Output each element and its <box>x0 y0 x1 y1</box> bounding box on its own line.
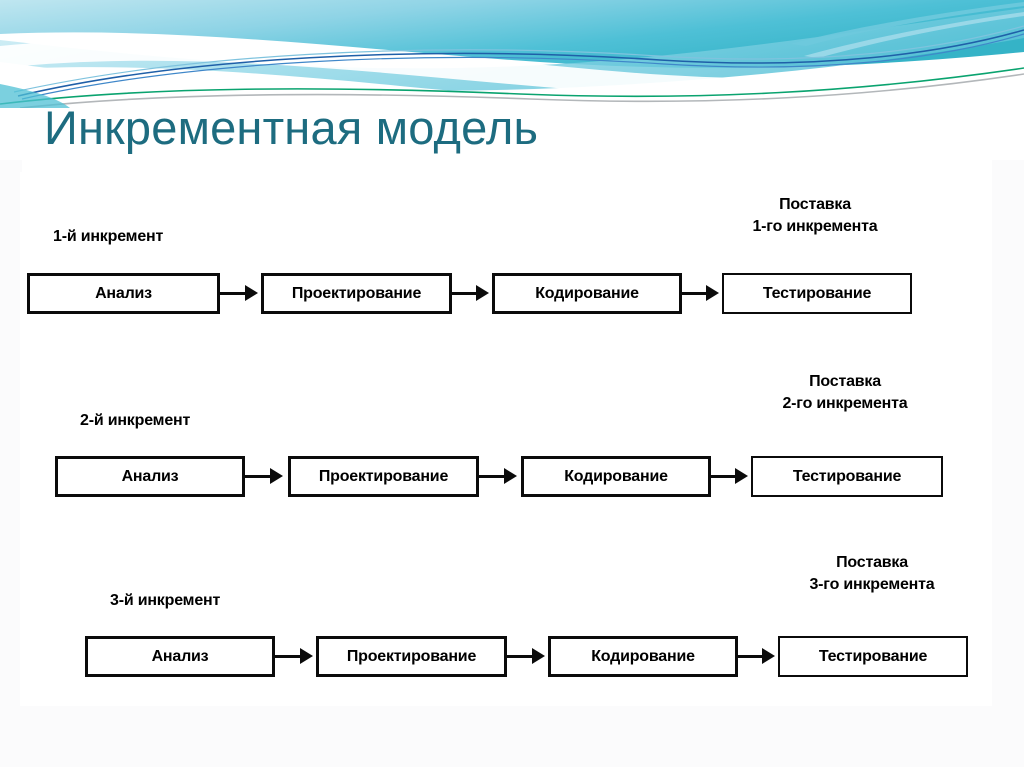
connector-3-3 <box>738 655 763 658</box>
stage-box-design-2[interactable]: Проектирование <box>288 456 479 497</box>
stage-box-design-3[interactable]: Проектирование <box>316 636 507 677</box>
arrow-icon-1-2 <box>476 285 489 301</box>
arrow-icon-2-2 <box>504 468 517 484</box>
arrow-icon-3-2 <box>532 648 545 664</box>
arrow-icon-1-1 <box>245 285 258 301</box>
page-margin-right <box>992 160 1024 767</box>
delivery-label-2-line2: 2-го инкремента <box>782 394 908 412</box>
delivery-label-3: Поставка 3-го инкремента <box>772 552 972 595</box>
connector-2-2 <box>479 475 506 478</box>
stage-box-testing-3[interactable]: Тестирование <box>778 636 968 677</box>
connector-1-1 <box>220 292 247 295</box>
arrow-icon-3-1 <box>300 648 313 664</box>
delivery-label-3-line2: 3-го инкремента <box>809 575 935 593</box>
arrow-icon-2-3 <box>735 468 748 484</box>
stage-box-coding-2[interactable]: Кодирование <box>521 456 711 497</box>
stage-box-coding-1[interactable]: Кодирование <box>492 273 682 314</box>
stage-box-design-1[interactable]: Проектирование <box>261 273 452 314</box>
delivery-label-2-line1: Поставка <box>809 373 881 390</box>
increment-label-1: 1-й инкремент <box>53 228 164 245</box>
delivery-label-3-line1: Поставка <box>836 554 908 571</box>
connector-1-2 <box>452 292 477 295</box>
delivery-label-1: Поставка 1-го инкремента <box>715 194 915 237</box>
arrow-icon-3-3 <box>762 648 775 664</box>
stage-box-analysis-3[interactable]: Анализ <box>85 636 275 677</box>
connector-3-2 <box>507 655 534 658</box>
delivery-label-2: Поставка 2-го инкремента <box>745 371 945 414</box>
increment-label-3: 3-й инкремент <box>110 592 221 609</box>
arrow-icon-2-1 <box>270 468 283 484</box>
increment-label-2: 2-й инкремент <box>80 412 191 429</box>
stage-box-analysis-1[interactable]: Анализ <box>27 273 220 314</box>
connector-3-1 <box>275 655 302 658</box>
arrow-icon-1-3 <box>706 285 719 301</box>
delivery-label-1-line2: 1-го инкремента <box>752 217 878 235</box>
delivery-label-1-line1: Поставка <box>779 196 851 213</box>
connector-1-3 <box>682 292 707 295</box>
connector-2-3 <box>711 475 736 478</box>
page-title: Инкрементная модель <box>44 101 539 154</box>
connector-2-1 <box>245 475 272 478</box>
page-margin-left <box>0 160 22 767</box>
stage-box-coding-3[interactable]: Кодирование <box>548 636 738 677</box>
stage-box-testing-2[interactable]: Тестирование <box>751 456 943 497</box>
diagram-content-area <box>20 172 992 706</box>
page-margin-bottom <box>0 706 1024 767</box>
stage-box-analysis-2[interactable]: Анализ <box>55 456 245 497</box>
stage-box-testing-1[interactable]: Тестирование <box>722 273 912 314</box>
